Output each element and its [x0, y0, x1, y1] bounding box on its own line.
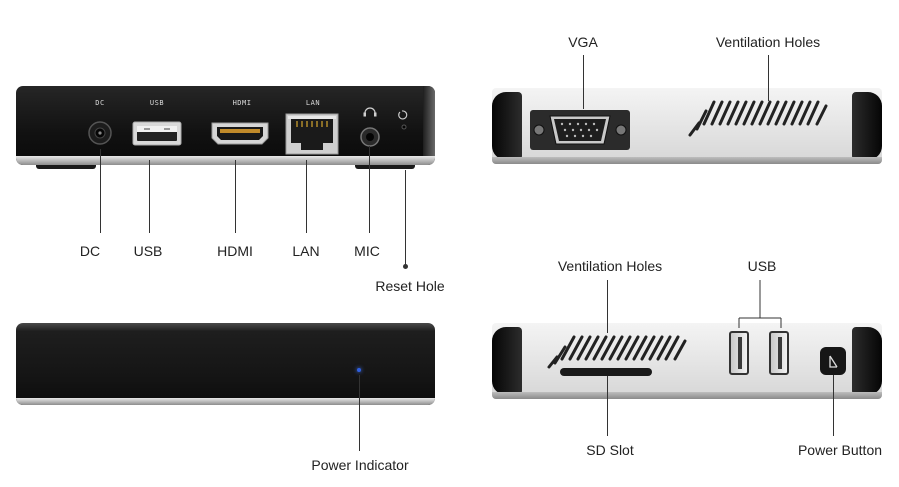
device-front-view — [16, 323, 435, 405]
left-end-cap — [492, 92, 522, 160]
mic-jack-icon — [360, 127, 380, 147]
power-indicator-led — [357, 368, 361, 372]
reset-hole-icon — [401, 124, 407, 130]
vga-leader — [583, 55, 584, 109]
device-rim — [492, 392, 882, 399]
vga-side-graphic — [530, 100, 828, 150]
reset-leader-dot — [403, 264, 408, 269]
dc-jack-icon — [88, 121, 112, 145]
device-rim — [492, 157, 882, 164]
dc-port-marking: DC — [95, 99, 105, 107]
vent-sd-graphic — [547, 335, 687, 376]
power-indicator-label: Power Indicator — [311, 457, 409, 473]
ventilation-holes-icon — [688, 100, 828, 137]
usb-side-label: USB — [747, 258, 777, 274]
vga-port-icon — [530, 110, 630, 150]
power-button-leader — [833, 375, 834, 436]
power-icon — [829, 355, 838, 368]
device-side-view-vga — [492, 88, 882, 164]
vga-label: VGA — [568, 34, 598, 50]
rear-ports-graphic — [88, 107, 408, 155]
usb-port-icon — [132, 121, 182, 146]
hdmi-label: HDMI — [217, 243, 253, 259]
headphone-icon — [363, 107, 377, 117]
mic-leader — [369, 146, 370, 233]
sd-slot-leader — [607, 376, 608, 436]
sd-slot-icon — [560, 368, 652, 376]
lan-port-icon — [285, 113, 339, 155]
vent-bottom-leader — [607, 280, 608, 333]
device-foot — [355, 165, 415, 169]
device-chrome-base — [16, 398, 435, 405]
ventilation-holes-icon — [547, 335, 687, 369]
sd-slot-label: SD Slot — [586, 442, 634, 458]
power-button-label: Power Button — [797, 442, 883, 458]
hdmi-port-marking: HDMI — [232, 99, 252, 107]
lan-leader — [306, 160, 307, 233]
device-foot — [36, 165, 96, 169]
hdmi-leader — [235, 160, 236, 233]
device-side-view-usb — [492, 323, 882, 399]
dc-leader — [100, 149, 101, 233]
power-button[interactable] — [820, 347, 846, 375]
right-end-cap — [852, 92, 882, 160]
usb-port-right — [769, 331, 789, 375]
device-end-cap — [423, 86, 435, 156]
dc-label: DC — [79, 243, 101, 259]
lan-port-marking: LAN — [305, 99, 321, 107]
reset-hole-label: Reset Hole — [375, 278, 445, 294]
device-chrome-base — [16, 156, 435, 165]
power-indicator-leader — [359, 375, 360, 451]
device-rear-view: DC USB HDMI LAN — [16, 86, 435, 169]
reset-leader — [405, 170, 406, 266]
usb-label: USB — [133, 243, 163, 259]
reset-icon — [398, 110, 408, 120]
mic-label: MIC — [354, 243, 380, 259]
lan-label: LAN — [292, 243, 320, 259]
right-end-cap — [852, 327, 882, 395]
hdmi-port-icon — [211, 122, 269, 145]
usb-leader — [149, 160, 150, 233]
usb-port-left — [729, 331, 749, 375]
usb-port-marking: USB — [149, 99, 165, 107]
vent-bottom-label: Ventilation Holes — [557, 258, 663, 274]
vent-top-leader — [768, 55, 769, 101]
usb-bracket — [738, 280, 782, 328]
left-end-cap — [492, 327, 522, 395]
vent-top-label: Ventilation Holes — [715, 34, 821, 50]
